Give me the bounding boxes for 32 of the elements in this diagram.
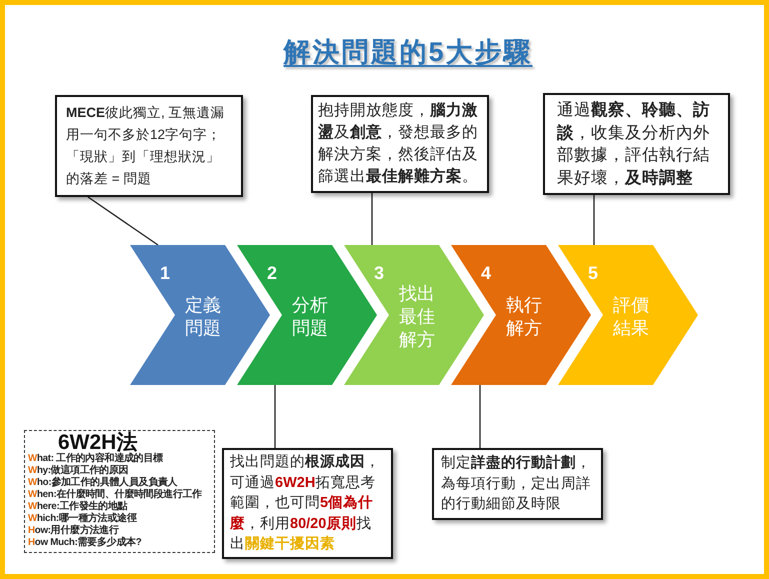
note-line: What: 工作的內容和達成的目標: [28, 453, 163, 464]
callout-box: 抱持開放態度，腦力激盪及創意，發想最多的解決方案，然後評估及篩選出最佳解難方案。: [311, 95, 489, 193]
leader-line: [274, 385, 276, 448]
leader-line: [593, 195, 595, 245]
note-line: Who:參加工作的具體人員及負責人: [28, 477, 178, 488]
step-number: 3: [374, 263, 384, 283]
step-label: 執行解方: [505, 294, 543, 340]
step-number: 1: [160, 263, 170, 283]
note-heading: 6W2H法: [58, 432, 138, 453]
step-label: 評價結果: [612, 294, 650, 340]
note-line: Which:哪一種方法或途徑: [28, 513, 136, 524]
note-line: When:在什麼時間、什麼時間段進行工作: [28, 489, 202, 500]
step-number: 5: [588, 263, 598, 283]
callout-box: 找出問題的根源成因，可通過6W2H拓寬思考範圍，也可問5個為什麼，利用80/20原則找出關鍵干擾因素: [222, 448, 393, 558]
note-line: Where:工作發生的地點: [28, 501, 128, 512]
callout-box: 制定詳盡的行動計劃，為每項行動，定出周詳的行動細節及時限: [432, 448, 603, 520]
leader-line: [371, 193, 373, 245]
note-line: Why:做這項工作的原因: [28, 465, 128, 476]
leader-line: [479, 385, 481, 448]
step-label: 定義問題: [184, 294, 222, 340]
leader-line: [88, 196, 158, 246]
step-number: 2: [267, 263, 278, 283]
note-line: How:用什麼方法進行: [28, 525, 119, 536]
step-label: 找出最佳解方: [398, 282, 436, 352]
step-number: 4: [481, 263, 492, 283]
note-line: How Much:需要多少成本?: [28, 537, 142, 549]
chevron-step: [558, 245, 698, 385]
diagram-title: 解決問題的5大步驟: [283, 36, 533, 69]
step-label: 分析問題: [291, 294, 329, 340]
note-box: [24, 430, 215, 553]
callout-box: MECE彼此獨立, 互無遺漏用一句不多於12字句字；「現狀」到「理想狀況」的落差 = 問題: [55, 95, 243, 197]
callout-box: 通過觀察、聆聽、訪談，收集及分析內外部數據，評估執行結果好壞，及時調整: [543, 93, 730, 195]
